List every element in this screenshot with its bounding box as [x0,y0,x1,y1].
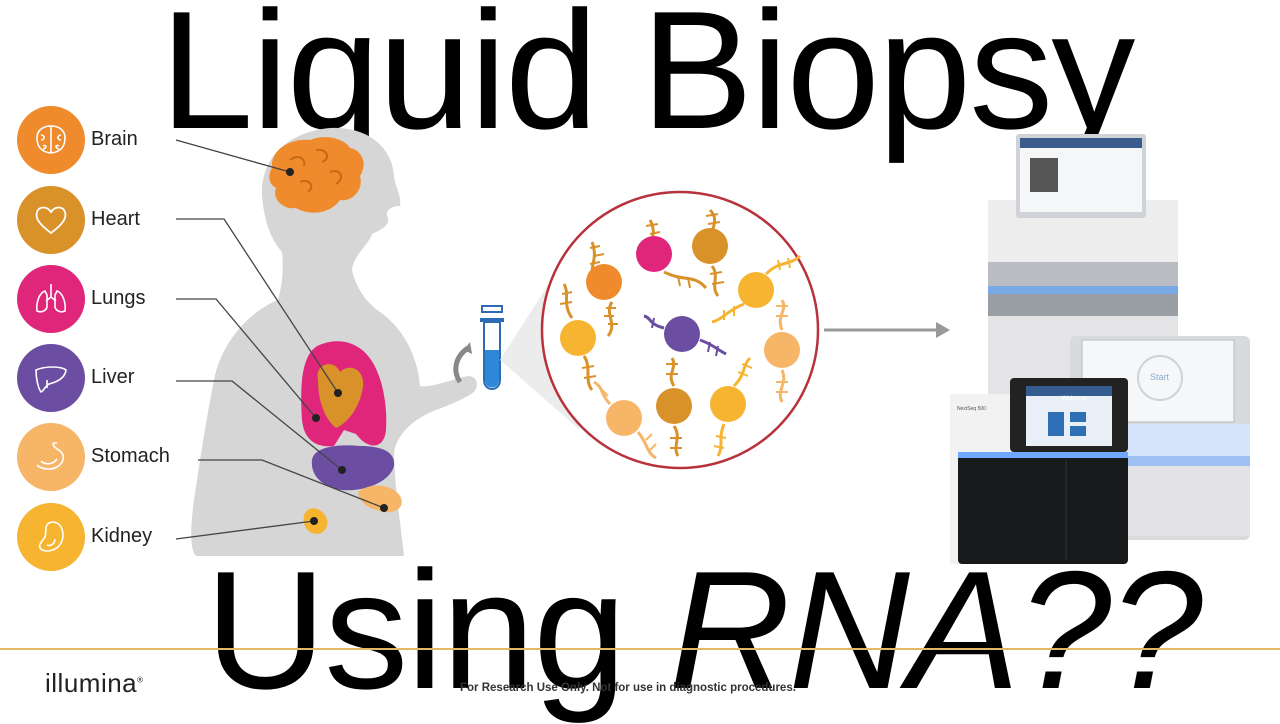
legend-item-liver: Liver [17,344,197,414]
arrow-right-icon [824,322,950,338]
title-line-2-suffix: ?? [1017,536,1203,724]
legend-label: Kidney [91,525,153,547]
liver-icon [17,344,85,412]
brand-logo: illumina® [45,668,144,698]
rna-molecules [559,208,802,460]
title-line-2: Using RNA?? [205,546,1203,714]
test-tube-icon [453,305,504,390]
heart-icon [17,186,85,254]
legend-item-stomach: Stomach [17,423,197,493]
sequencer-small [950,378,1128,564]
silhouette-brain [269,137,364,213]
start-screen-label: Start [1150,372,1170,382]
kidney-icon [17,503,85,571]
silhouette-stomach [358,485,402,513]
title-line-1: Liquid Biopsy [160,0,1135,164]
legend-item-heart: Heart [17,186,197,256]
device-name-label: NextSeq 500 [957,406,986,412]
stomach-icon [17,423,85,491]
silhouette-liver [311,445,395,491]
legend-item-lungs: Lungs [17,265,197,335]
legend-label: Heart [91,208,140,230]
legend-item-kidney: Kidney [17,503,197,573]
disclaimer-text: For Research Use Only. Not for use in di… [460,682,796,694]
legend-label: Brain [91,128,138,150]
lungs-icon [17,265,85,333]
small-screen-label: Welcome [1062,396,1087,402]
legend-label: Liver [91,366,135,388]
legend-label: Lungs [91,287,146,309]
brand-name: illumina [45,668,138,698]
footer-divider [0,648,1280,650]
title-line-2-italic: RNA [669,536,1020,724]
leader-lines [175,139,385,540]
legend-item-brain: Brain [17,106,197,176]
legend-label: Stomach [91,445,170,467]
title-line-2-plain: Using [205,536,670,724]
brain-icon [17,106,85,174]
